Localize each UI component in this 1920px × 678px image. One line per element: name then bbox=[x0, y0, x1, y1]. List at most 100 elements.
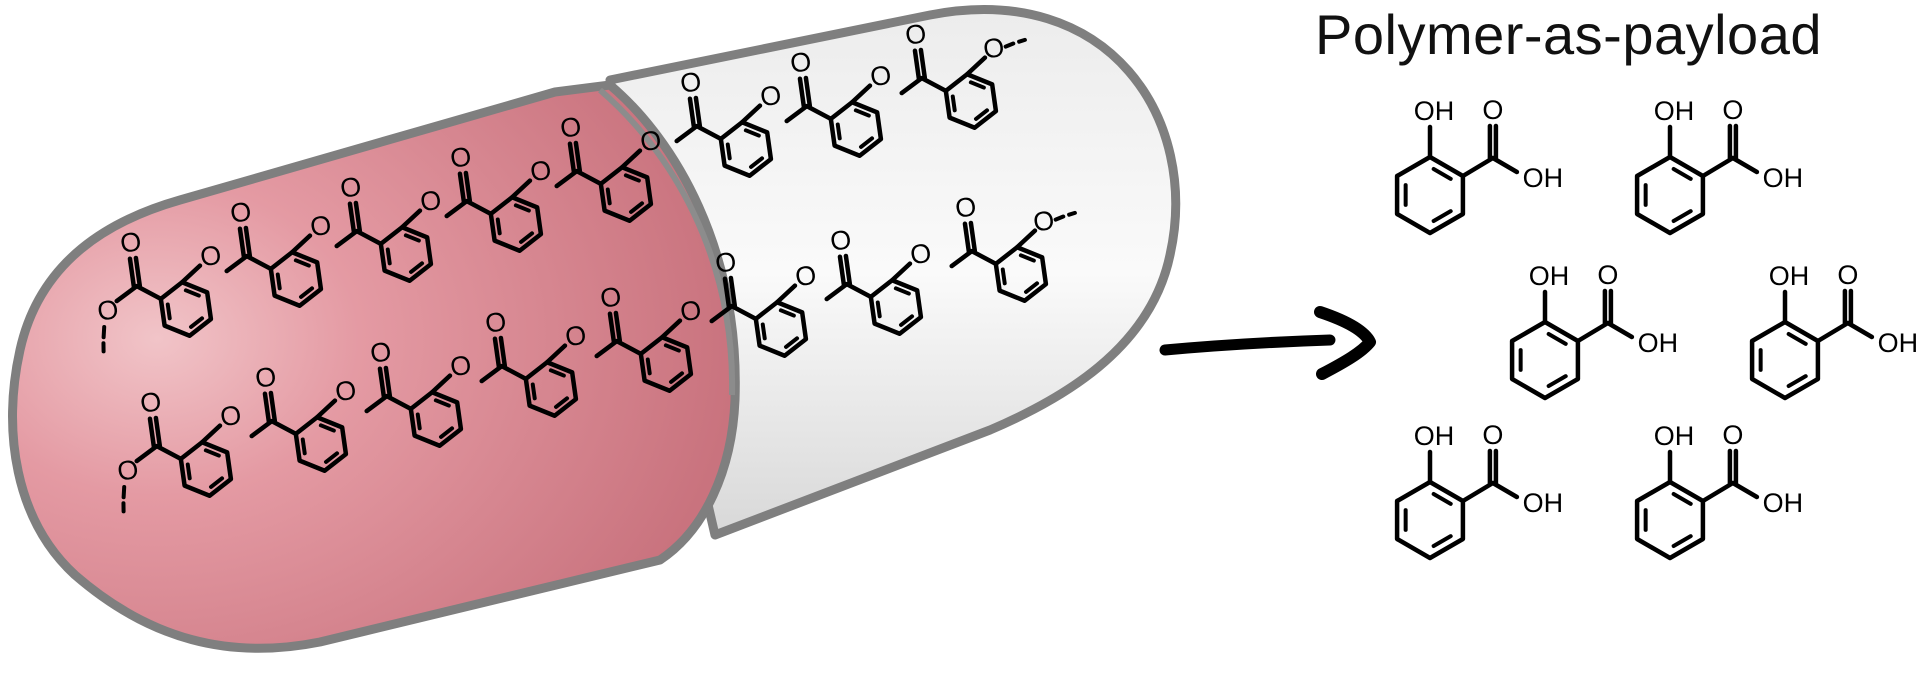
bond bbox=[1845, 320, 1875, 340]
bond bbox=[429, 373, 453, 395]
atom-label: O bbox=[788, 46, 813, 79]
atom-label: O bbox=[483, 306, 508, 339]
atom-label: O bbox=[138, 386, 163, 419]
atom-label: O bbox=[678, 66, 703, 99]
bond bbox=[1671, 491, 1693, 506]
bond bbox=[709, 303, 735, 324]
bond bbox=[1014, 228, 1038, 250]
bond bbox=[1067, 210, 1077, 217]
bond bbox=[243, 225, 253, 258]
bond bbox=[165, 302, 172, 321]
atom-label: O bbox=[678, 295, 703, 328]
bond bbox=[121, 485, 127, 500]
bond bbox=[835, 122, 842, 141]
bond bbox=[623, 173, 641, 183]
bond bbox=[893, 286, 911, 296]
atom-label: O bbox=[333, 375, 358, 408]
atom-label: OH bbox=[1763, 488, 1804, 518]
bond bbox=[669, 371, 685, 384]
bond bbox=[544, 343, 568, 365]
bond bbox=[548, 368, 566, 378]
bond bbox=[495, 217, 502, 236]
bond bbox=[383, 365, 393, 398]
bond bbox=[237, 226, 247, 259]
bond bbox=[1490, 480, 1520, 500]
bond bbox=[134, 283, 164, 302]
bond bbox=[659, 318, 683, 340]
bond bbox=[968, 80, 986, 90]
atom-label: O bbox=[793, 260, 818, 293]
bond bbox=[244, 253, 274, 272]
bond bbox=[1700, 480, 1736, 504]
bond bbox=[774, 283, 798, 305]
atom-label: O bbox=[1031, 205, 1056, 238]
bond bbox=[918, 47, 928, 80]
bond bbox=[293, 258, 311, 268]
bond bbox=[778, 308, 796, 318]
bond bbox=[403, 233, 421, 243]
bond bbox=[784, 336, 800, 349]
bond bbox=[334, 228, 360, 249]
atom-label: O bbox=[908, 238, 933, 271]
bond bbox=[444, 198, 470, 219]
bond bbox=[739, 103, 763, 125]
bond bbox=[457, 171, 467, 204]
bond bbox=[554, 168, 580, 189]
capsule-seam bbox=[598, 87, 736, 396]
bond bbox=[121, 501, 126, 514]
atom-label: OH bbox=[1654, 421, 1695, 451]
bond bbox=[377, 366, 387, 399]
bond bbox=[499, 363, 529, 382]
atom-label: O bbox=[828, 224, 853, 257]
bond bbox=[498, 335, 508, 368]
atom-label: OH bbox=[1763, 163, 1804, 193]
bond bbox=[269, 418, 299, 437]
bond bbox=[464, 198, 494, 217]
atom-label: O bbox=[713, 246, 738, 279]
bond bbox=[268, 390, 278, 423]
atom-label: OH bbox=[1638, 328, 1679, 358]
atom-label: O bbox=[868, 60, 893, 93]
atom-label: O bbox=[228, 196, 253, 229]
bond bbox=[875, 300, 882, 319]
bond bbox=[554, 396, 570, 409]
atom-label: OH bbox=[1414, 96, 1455, 126]
atom-label: O bbox=[638, 125, 663, 158]
atom-label: O bbox=[118, 226, 143, 259]
bond bbox=[607, 311, 617, 344]
atom-label: O bbox=[1837, 260, 1858, 290]
bond bbox=[629, 201, 645, 214]
bond bbox=[728, 275, 738, 308]
bond bbox=[179, 263, 203, 285]
bond bbox=[619, 148, 643, 170]
atom-label: O bbox=[981, 32, 1006, 65]
atom-label: OH bbox=[1523, 163, 1564, 193]
bond bbox=[324, 451, 340, 464]
atom-label: O bbox=[1722, 420, 1743, 450]
bond bbox=[784, 103, 810, 124]
bond bbox=[1700, 155, 1736, 179]
bond bbox=[203, 448, 221, 458]
bond bbox=[605, 187, 612, 206]
bond bbox=[101, 341, 106, 354]
bond bbox=[249, 418, 275, 439]
bond bbox=[409, 261, 425, 274]
bond bbox=[127, 256, 137, 289]
bond bbox=[964, 55, 988, 77]
bond bbox=[594, 338, 620, 359]
bond bbox=[1546, 374, 1568, 389]
bond bbox=[1017, 37, 1027, 44]
atom-label: O bbox=[338, 171, 363, 204]
bond bbox=[399, 208, 423, 230]
bond bbox=[1431, 209, 1453, 224]
atom-label: O bbox=[308, 210, 333, 243]
bond bbox=[912, 48, 922, 81]
bond bbox=[318, 423, 336, 433]
bond bbox=[899, 314, 915, 327]
